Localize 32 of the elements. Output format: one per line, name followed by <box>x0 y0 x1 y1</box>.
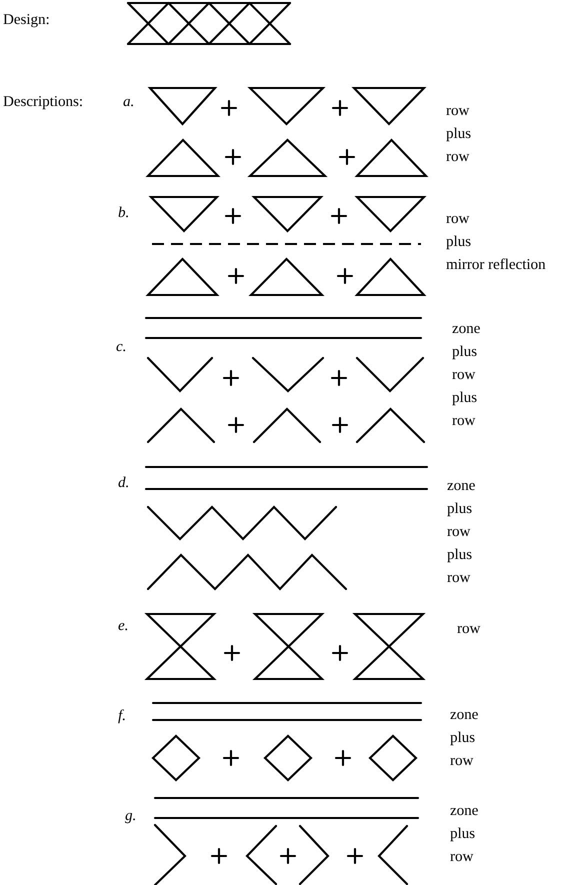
label-text: row <box>447 574 470 582</box>
label-text: plus <box>447 502 472 516</box>
label-text: plus <box>452 392 476 406</box>
item-letter: g. <box>125 812 135 824</box>
label-text: row <box>450 758 474 766</box>
item-letter: d. <box>118 476 128 488</box>
label-text: row <box>446 154 470 162</box>
label-text: plus <box>450 732 474 746</box>
label-text: zone <box>450 712 478 720</box>
item-letter: e. <box>118 622 128 630</box>
item-letter: f. <box>118 709 125 724</box>
label-text: mirror reflection <box>446 258 546 270</box>
label-text: plus <box>452 346 476 360</box>
label-text: zone <box>450 808 478 816</box>
label-text: Descriptions: <box>4 96 82 110</box>
label-text: row <box>446 108 470 116</box>
label-text: row <box>446 216 470 224</box>
label-text: zone <box>447 482 475 490</box>
item-letter: c. <box>116 344 126 352</box>
label-text: zone <box>452 326 480 334</box>
label-text: row <box>450 854 474 862</box>
label-text: plus <box>446 236 470 250</box>
label-text: plus <box>447 548 472 562</box>
item-letter: b. <box>118 206 128 218</box>
item-letter: a. <box>124 98 133 106</box>
label-text: plus <box>446 128 470 142</box>
label-text: Design: <box>4 14 48 28</box>
label-text: row <box>452 372 476 380</box>
label-text: row <box>457 626 480 634</box>
label-text: row <box>452 418 476 426</box>
label-text: row <box>447 528 470 536</box>
label-text: plus <box>450 828 474 842</box>
